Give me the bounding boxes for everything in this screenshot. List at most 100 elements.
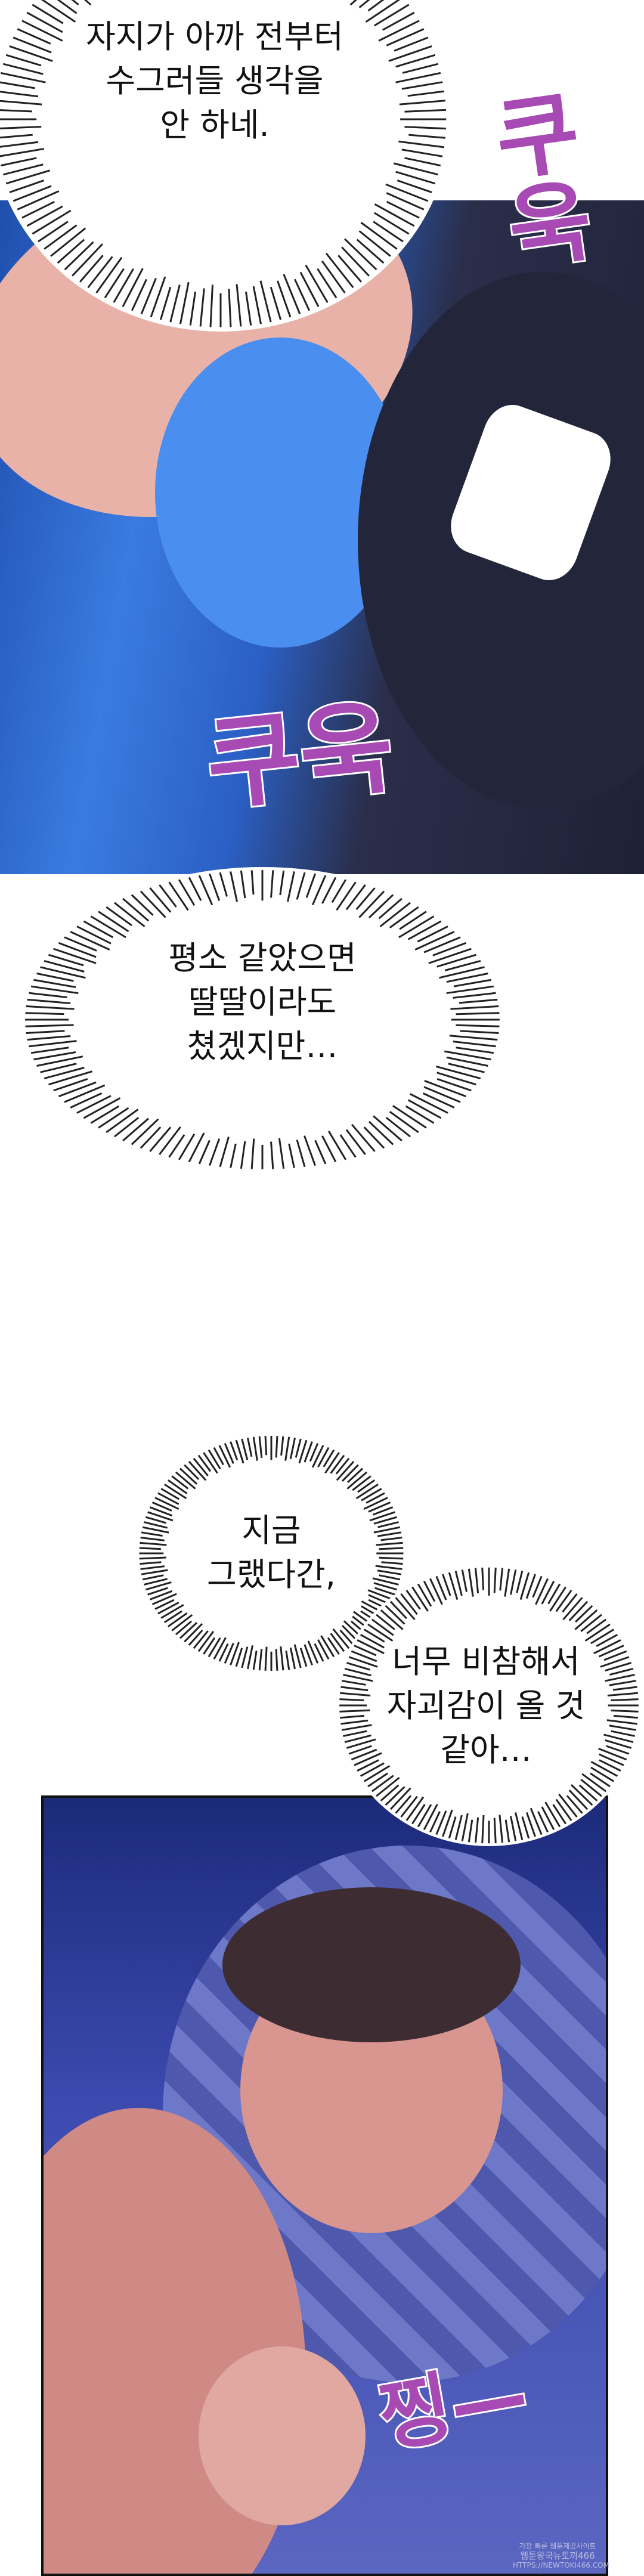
bubble-spike xyxy=(340,1719,369,1725)
bubble-spike xyxy=(141,1569,168,1575)
man-fist xyxy=(199,2346,366,2525)
bubble-spike xyxy=(493,1567,497,1593)
bubble-spike xyxy=(345,1129,366,1155)
bubble-spike xyxy=(417,1583,432,1607)
bubble-spike xyxy=(355,1483,379,1500)
bubble-spike xyxy=(304,1644,313,1665)
bubble-spike xyxy=(252,286,262,324)
bubble-spike xyxy=(605,1674,635,1682)
bubble-spike xyxy=(402,63,439,74)
bubble-spike xyxy=(448,1063,485,1073)
bubble-spike xyxy=(218,1643,229,1662)
bubble-spike xyxy=(340,1692,371,1696)
bubble-spike xyxy=(590,1761,618,1777)
bubble-spike xyxy=(179,281,190,324)
bubble-spike xyxy=(606,1719,637,1725)
bubble-spike xyxy=(436,1078,472,1092)
bubble-spike xyxy=(259,280,272,323)
bubble-spike xyxy=(331,879,347,903)
bubble-spike xyxy=(352,1475,371,1491)
bubble-spike xyxy=(346,1471,368,1490)
bubble-spike xyxy=(611,1730,635,1737)
bubble-spike xyxy=(537,1811,549,1833)
bubble-spike xyxy=(275,1436,278,1458)
bubble-spike xyxy=(442,1809,453,1837)
bubble-spike xyxy=(58,942,97,958)
bubble-spike xyxy=(289,1647,296,1670)
bubble-spike xyxy=(429,1578,443,1605)
bubble-spike xyxy=(71,0,79,6)
bubble-spike xyxy=(351,1650,377,1662)
watermark: 가장 빠른 웹툰제공사이트 웹툰왕국뉴토끼466 HTTPS://NEWTOKI… xyxy=(513,2541,609,2570)
bubble-spike xyxy=(613,1714,638,1719)
bubble-spike xyxy=(341,1680,366,1686)
bubble-spike xyxy=(36,1055,83,1067)
bubble-spike xyxy=(140,278,157,315)
bubble-text: 지금 그랬다간, xyxy=(207,1512,336,1593)
bubble-spike xyxy=(17,28,51,45)
bubble-spike xyxy=(422,1092,455,1109)
bubble-spike xyxy=(372,1577,399,1586)
bubble-spike xyxy=(380,1609,404,1630)
bubble-spike xyxy=(140,1561,162,1565)
bubble-spike xyxy=(355,887,376,911)
bubble-spike xyxy=(340,1714,365,1719)
bubble-spike xyxy=(317,1447,330,1467)
bubble-spike xyxy=(298,1439,308,1464)
bubble-spike xyxy=(144,1578,168,1586)
bubble-spike xyxy=(336,1460,355,1481)
bubble-spike xyxy=(373,1516,398,1525)
bubble-spike xyxy=(142,1574,164,1581)
bubble-spike xyxy=(209,284,213,327)
bubble-spike xyxy=(76,1095,112,1114)
bubble-spike xyxy=(377,1569,402,1575)
bubble-spike xyxy=(264,1646,268,1671)
bubble-spike xyxy=(98,1107,129,1129)
panel-hand-scene xyxy=(0,200,644,874)
bubble-spike xyxy=(436,953,476,968)
bubble-spike xyxy=(446,985,494,995)
bubble-spike xyxy=(609,1668,634,1676)
bubble-spike xyxy=(397,179,432,194)
bubble-spike xyxy=(404,109,446,113)
bubble-spike xyxy=(193,1630,209,1649)
bubble-spike xyxy=(444,959,481,971)
bubble-text: 자지가 아까 전부터 수그러들 생각을 안 하네. xyxy=(86,18,343,144)
bubble-spike xyxy=(131,278,147,311)
bubble-spike xyxy=(598,1747,627,1761)
bubble-spike xyxy=(26,1005,75,1010)
bubble-spike xyxy=(598,1753,624,1766)
bubble-spike xyxy=(277,280,292,318)
bubble-spike xyxy=(321,260,346,294)
bubble-spike xyxy=(327,1131,347,1160)
bubble-spike xyxy=(113,1116,140,1138)
bubble-spike xyxy=(53,1078,88,1092)
bubble-spike xyxy=(241,1646,249,1668)
bubble-spike xyxy=(549,1586,566,1612)
bubble-spike xyxy=(366,1492,385,1504)
bubble-spike xyxy=(113,902,145,928)
bubble-spike xyxy=(168,881,189,911)
bubble-spike xyxy=(32,4,64,24)
bubble-spike xyxy=(295,1438,302,1458)
bubble-spike xyxy=(371,1618,394,1636)
bubble-spike xyxy=(13,36,52,54)
bubble-spike xyxy=(106,1109,139,1134)
bubble-spike xyxy=(395,1795,412,1814)
bubble-spike xyxy=(407,1099,442,1119)
bubble-spike xyxy=(393,162,439,176)
bubble-spike xyxy=(380,1784,400,1801)
bubble-spike xyxy=(240,1141,246,1169)
bubble-spike xyxy=(459,998,498,1004)
bubble-spike xyxy=(305,873,316,898)
bubble-spike xyxy=(199,288,205,327)
bubble-spike xyxy=(453,992,496,999)
bubble-spike xyxy=(98,911,129,933)
bubble-spike xyxy=(374,203,415,227)
bubble-spike xyxy=(228,289,232,327)
bubble-spike xyxy=(343,1730,367,1737)
bubble-spike xyxy=(481,1815,485,1844)
bubble-spike xyxy=(535,1578,549,1605)
bubble-spike xyxy=(575,1605,593,1623)
bubble-spike xyxy=(288,1143,295,1168)
